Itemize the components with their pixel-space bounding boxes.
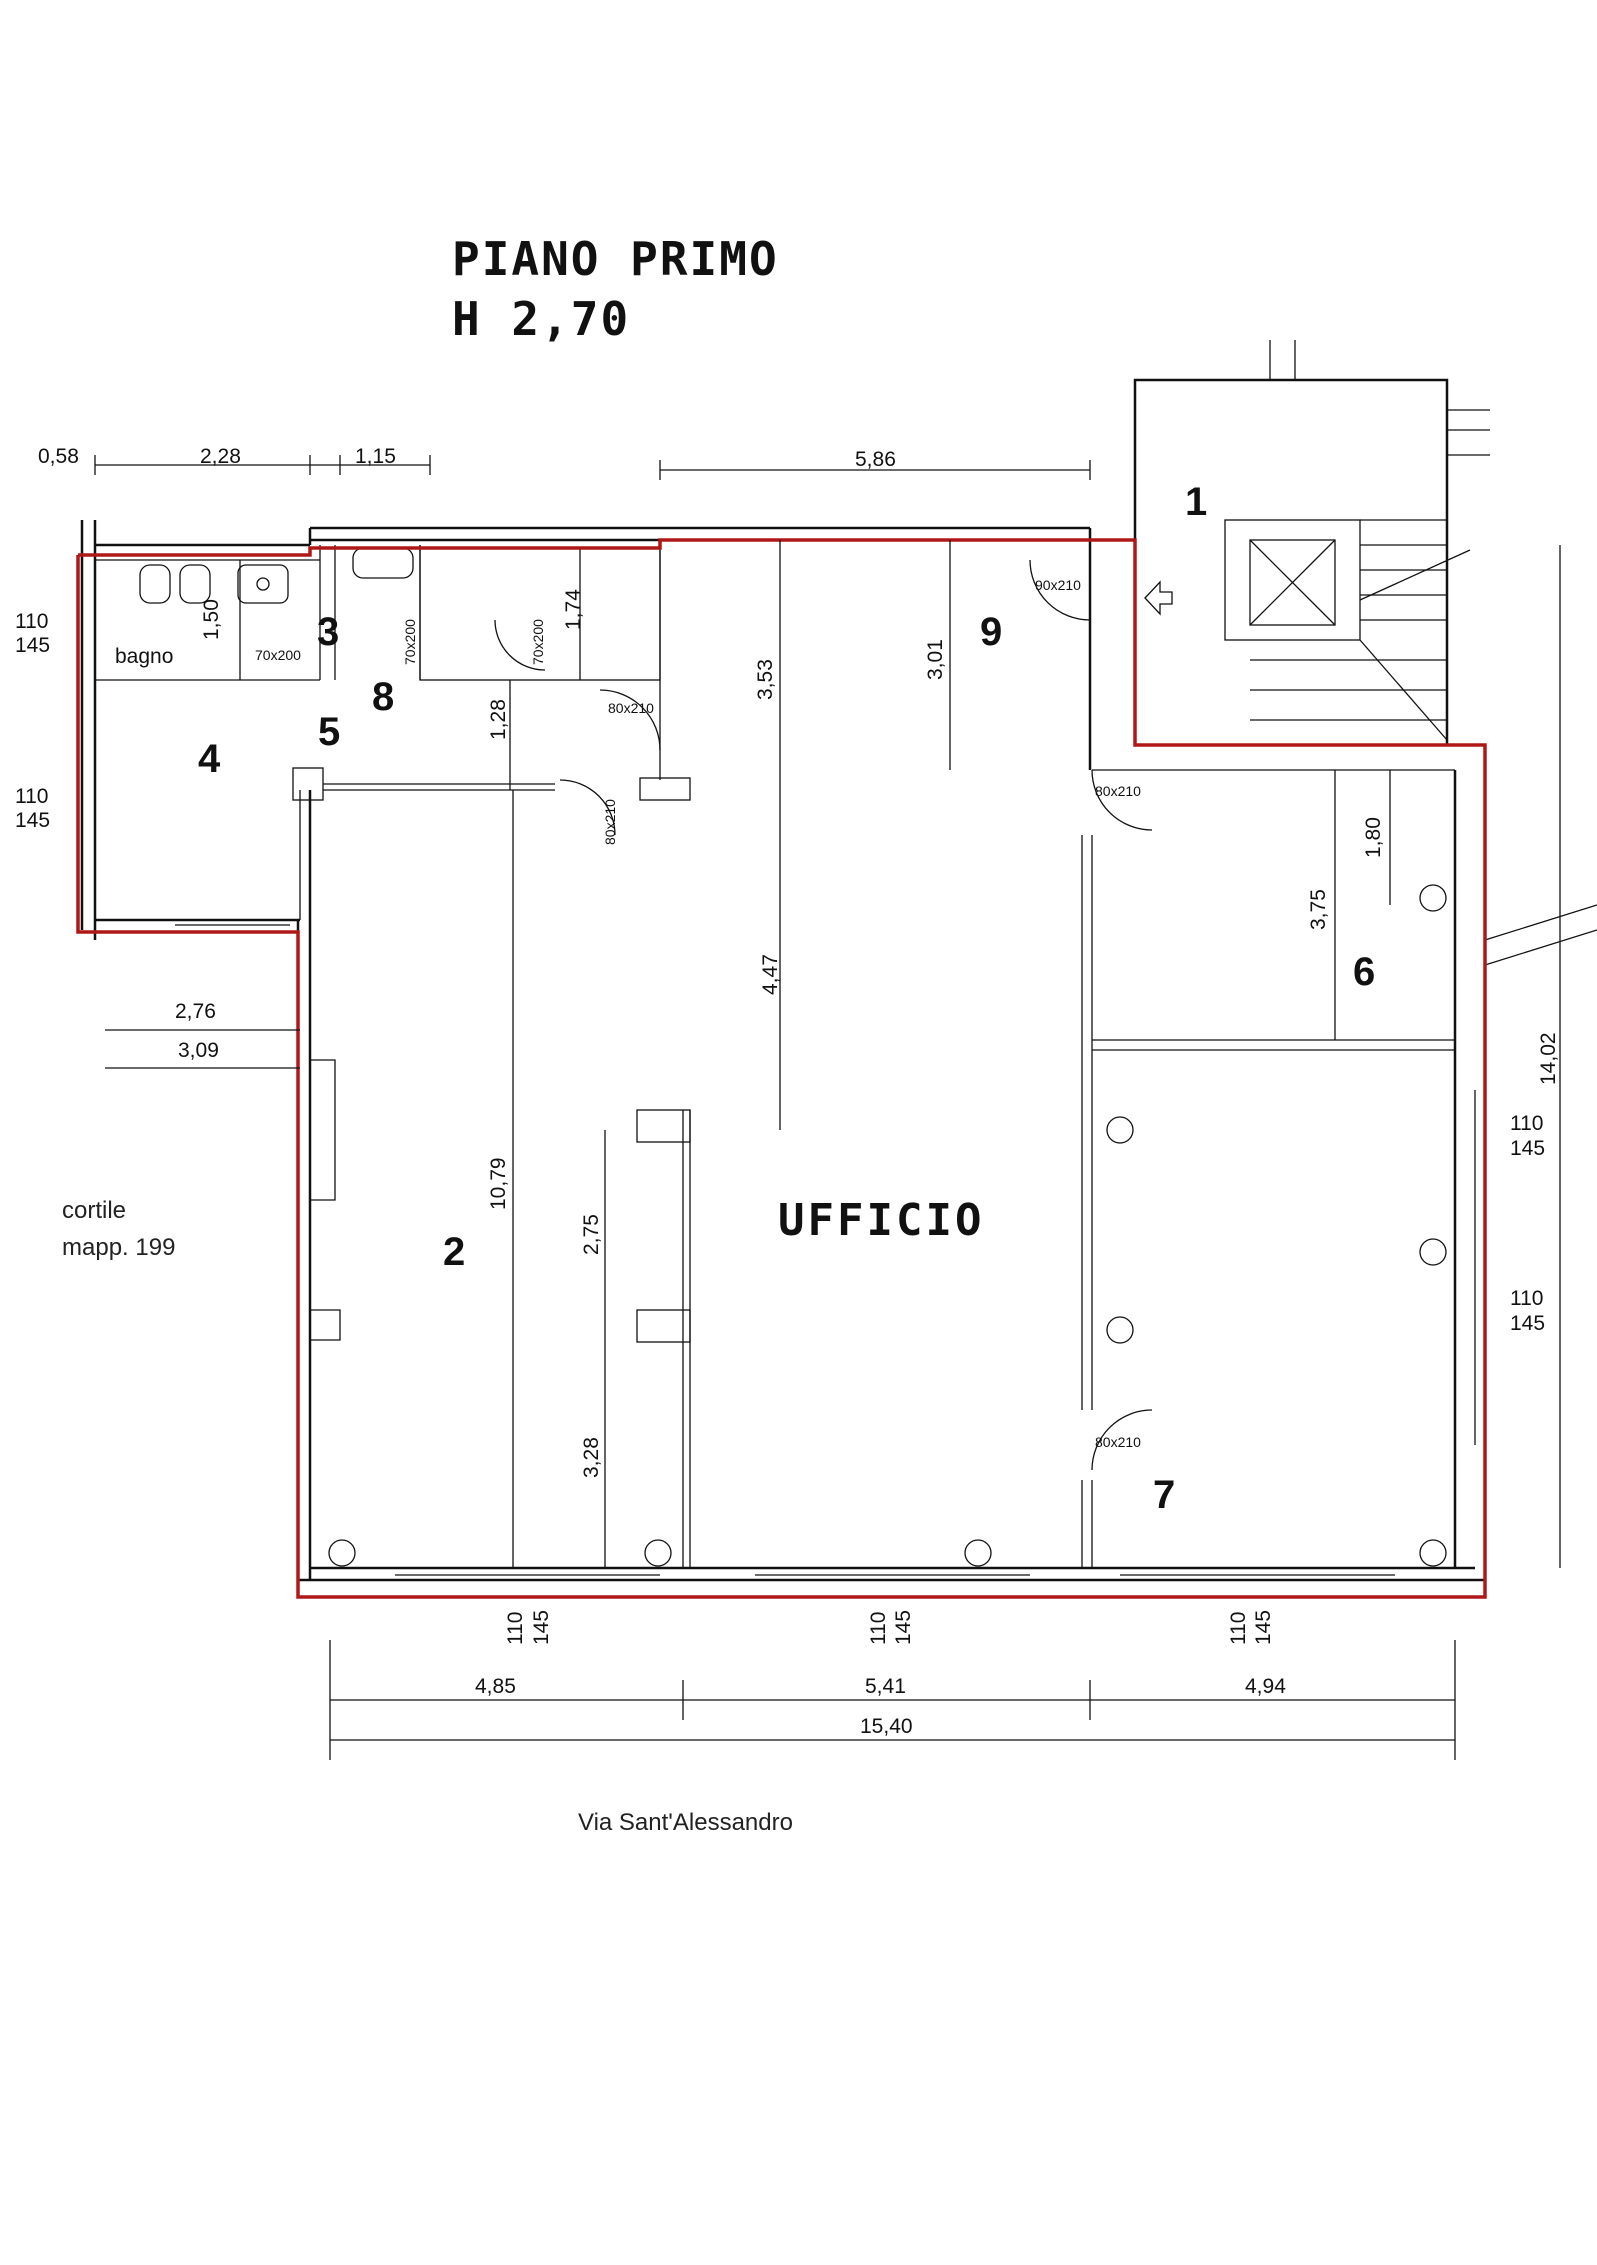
room-number-8: 8 [372, 675, 394, 719]
window-sill-label: 110 [15, 785, 48, 808]
dim-text: 1,74 [562, 589, 585, 630]
plan-subtitle: H 2,70 [452, 292, 630, 346]
door-size-label: 80x210 [608, 700, 654, 716]
bathroom-fixtures [139, 547, 691, 801]
window-head-label: 145 [15, 809, 50, 832]
property-boundary [76, 538, 1487, 1599]
dim-text: 14,02 [1537, 1032, 1560, 1085]
dim-text: 4,85 [475, 1675, 516, 1698]
window-sill-label: 110 [504, 1612, 527, 1645]
dim-text: 2,76 [175, 1000, 216, 1023]
window-sill-label: 110 [1227, 1612, 1250, 1645]
room-number-3: 3 [317, 610, 339, 654]
room-number-1: 1 [1185, 480, 1207, 524]
dim-text: 3,01 [924, 639, 947, 680]
window-head-label: 145 [530, 1610, 553, 1645]
door-size-label: 90x210 [1035, 577, 1081, 593]
window-sill-label: 110 [1510, 1112, 1543, 1135]
street-label: Via Sant'Alessandro [578, 1809, 793, 1836]
room-number-6: 6 [1353, 950, 1375, 994]
window-head-label: 145 [1252, 1610, 1275, 1645]
door-swings [494, 559, 1153, 1471]
courtyard-parcel-label: mapp. 199 [62, 1234, 175, 1261]
door-size-label: 70x200 [530, 619, 546, 665]
dim-text: 1,50 [200, 599, 223, 640]
dim-text: 2,75 [580, 1214, 603, 1255]
door-size-label: 80x210 [602, 799, 618, 845]
dim-text: 5,41 [865, 1675, 906, 1698]
dim-text: 1,28 [487, 699, 510, 740]
dim-text: 0,58 [38, 445, 79, 468]
door-size-label: 80x210 [1095, 1434, 1141, 1450]
window-sill-label: 110 [867, 1612, 890, 1645]
office-label: UFFICIO [778, 1195, 984, 1246]
room-number-9: 9 [980, 610, 1002, 654]
window-head-label: 145 [892, 1610, 915, 1645]
dim-text: 15,40 [860, 1715, 913, 1738]
door-size-label: 80x210 [1095, 783, 1141, 799]
dim-text: 3,53 [754, 659, 777, 700]
room-number-5: 5 [318, 710, 340, 754]
room-number-7: 7 [1153, 1473, 1175, 1517]
room-number-4: 4 [198, 737, 221, 781]
dim-text: 10,79 [487, 1157, 510, 1210]
window-sill-label: 110 [1510, 1287, 1543, 1310]
dim-text: 4,47 [759, 954, 782, 995]
dim-text: 2,28 [200, 445, 241, 468]
window-head-label: 145 [1510, 1137, 1545, 1160]
window-head-label: 145 [1510, 1312, 1545, 1335]
courtyard-label: cortile [62, 1197, 126, 1224]
dim-text: 1,15 [355, 445, 396, 468]
window-head-label: 145 [15, 634, 50, 657]
dim-text: 3,09 [178, 1039, 219, 1062]
dimension-lines [94, 455, 1561, 1760]
dim-text: 4,94 [1245, 1675, 1286, 1698]
columns [328, 884, 1447, 1567]
dim-text: 5,86 [855, 448, 896, 471]
dim-text: 1,80 [1362, 817, 1385, 858]
dim-text: 3,75 [1307, 889, 1330, 930]
dim-text: 3,28 [580, 1437, 603, 1478]
room-number-2: 2 [443, 1230, 465, 1274]
window-sill-label: 110 [15, 610, 48, 633]
bathroom-label: bagno [115, 645, 173, 668]
door-size-label: 70x200 [255, 647, 301, 663]
door-size-label: 70x200 [402, 619, 418, 665]
plan-title: PIANO PRIMO [452, 232, 779, 286]
